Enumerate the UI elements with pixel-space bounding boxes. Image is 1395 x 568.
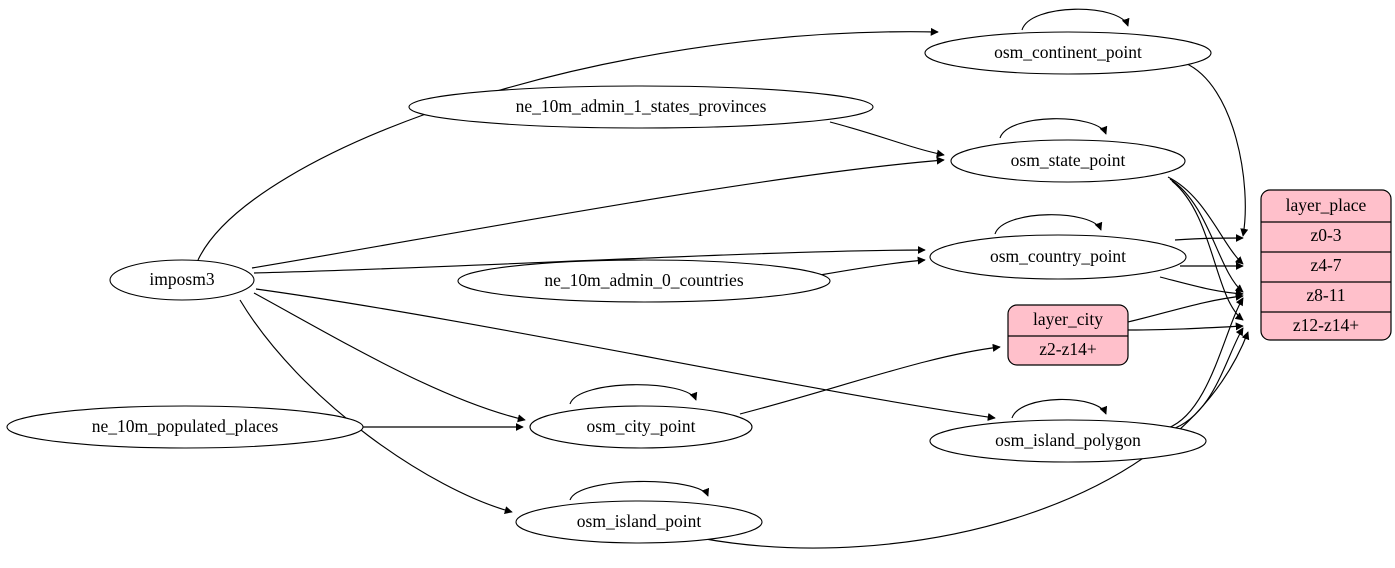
edges-layer bbox=[197, 8, 1250, 549]
edge-osm_island_polygon-to-layer_place-z12-z14 bbox=[1169, 327, 1244, 431]
selfloop-osm_city_point bbox=[569, 384, 698, 405]
edge-layer_city-to-layer_place-z8-11 bbox=[1127, 292, 1244, 323]
node-osm_city_point[interactable]: osm_city_point bbox=[529, 405, 753, 449]
node-label-ne_10m_populated_places: ne_10m_populated_places bbox=[92, 416, 279, 436]
edge-osm_state_point-to-layer_place-z12-z14 bbox=[1171, 180, 1244, 321]
edge-ne_admin1-to-osm_state_point bbox=[829, 121, 945, 158]
edge-imposm3-to-osm_country_point bbox=[253, 245, 926, 274]
selfloop-osm_island_polygon bbox=[1011, 398, 1108, 419]
node-ne_10m_populated_places[interactable]: ne_10m_populated_places bbox=[6, 405, 364, 449]
edge-ne_admin0-to-osm_country_point bbox=[819, 256, 926, 276]
node-layer_place[interactable]: layer_place z0-3 z4-7 z8-11 z12-z14+ bbox=[1260, 189, 1392, 341]
layer_place-header: layer_place bbox=[1286, 195, 1367, 215]
layer_city-header: layer_city bbox=[1033, 309, 1103, 329]
node-osm_continent_point[interactable]: osm_continent_point bbox=[924, 31, 1212, 75]
node-label-ne_10m_admin_0_countries: ne_10m_admin_0_countries bbox=[544, 270, 743, 290]
node-ne_10m_admin_1_states_provinces[interactable]: ne_10m_admin_1_states_provinces bbox=[408, 85, 874, 129]
edge-imposm3-to-osm_island_point bbox=[239, 299, 513, 515]
layer_place-row-z8-11[interactable]: z8-11 bbox=[1306, 285, 1345, 305]
selfloop-osm_continent_point bbox=[1021, 8, 1130, 31]
selfloop-osm_country_point bbox=[994, 214, 1103, 235]
edge-osm_continent_point-to-layer_place-z0-3 bbox=[1184, 62, 1249, 237]
edge-imposm3-to-osm_island_polygon bbox=[255, 288, 996, 421]
selfloop-osm_state_point bbox=[999, 118, 1108, 139]
layer_place-row-z4-7[interactable]: z4-7 bbox=[1310, 255, 1341, 275]
layer_place-row-z0-3[interactable]: z0-3 bbox=[1310, 225, 1341, 245]
edge-osm_country_point-to-layer_place-z8-11 bbox=[1159, 276, 1244, 298]
node-label-imposm3: imposm3 bbox=[149, 269, 214, 289]
node-label-osm_continent_point: osm_continent_point bbox=[994, 42, 1142, 62]
node-ne_10m_admin_0_countries[interactable]: ne_10m_admin_0_countries bbox=[457, 259, 831, 303]
layer_city-row-z2-z14[interactable]: z2-z14+ bbox=[1039, 339, 1097, 359]
edge-osm_island_point-to-layer_place-z12-z14 bbox=[699, 331, 1250, 549]
edge-osm_state_point-to-layer_place-z8-11 bbox=[1169, 178, 1244, 293]
edge-imposm3-to-osm_city_point bbox=[253, 292, 526, 423]
node-label-osm_country_point: osm_country_point bbox=[990, 246, 1126, 266]
node-label-osm_island_point: osm_island_point bbox=[577, 511, 702, 531]
edge-layer_city-to-layer_place-z12-z14 bbox=[1127, 322, 1244, 331]
node-label-osm_island_polygon: osm_island_polygon bbox=[995, 430, 1141, 450]
selfloop-osm_island_point bbox=[569, 480, 710, 501]
node-label-osm_state_point: osm_state_point bbox=[1011, 150, 1126, 170]
node-label-osm_city_point: osm_city_point bbox=[587, 416, 696, 436]
node-layer_city[interactable]: layer_city z2-z14+ bbox=[1007, 304, 1129, 366]
edge-osm_state_point-to-layer_place-z4-7 bbox=[1167, 176, 1244, 265]
edge-osm_island_polygon-to-layer_place-z8-11 bbox=[1167, 297, 1244, 429]
node-osm_island_point[interactable]: osm_island_point bbox=[515, 500, 763, 544]
edge-osm_country_point-to-layer_place-z0-3 bbox=[1174, 233, 1244, 243]
node-label-ne_10m_admin_1_states_provinces: ne_10m_admin_1_states_provinces bbox=[516, 96, 767, 116]
edge-imposm3-to-osm_state_point bbox=[251, 156, 945, 269]
node-osm_island_polygon[interactable]: osm_island_polygon bbox=[929, 419, 1207, 463]
edge-osm_city_point-to-layer_city bbox=[739, 343, 1001, 415]
node-osm_state_point[interactable]: osm_state_point bbox=[950, 139, 1186, 183]
node-imposm3[interactable]: imposm3 bbox=[109, 259, 255, 301]
layer_place-row-z12-z14[interactable]: z12-z14+ bbox=[1293, 315, 1359, 335]
edge-imposm3-to-osm_continent_point bbox=[197, 27, 939, 261]
node-osm_country_point[interactable]: osm_country_point bbox=[929, 234, 1187, 280]
